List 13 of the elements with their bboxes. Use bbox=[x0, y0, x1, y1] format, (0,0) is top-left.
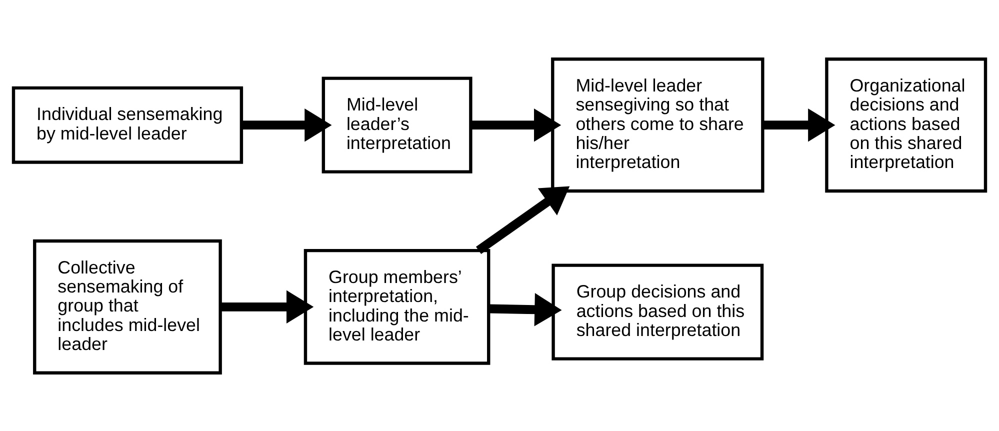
node-box: Mid-level leader sensegiving so that others come to share his/her interpretation bbox=[551, 57, 764, 192]
arrow bbox=[220, 290, 314, 324]
node-box: Collective sensemaking of group that includes mid-level leader bbox=[33, 238, 222, 374]
node-box: Mid-level leader’s interpretation bbox=[322, 76, 472, 173]
node-box: Organizational decisions and actions based on this shared interpretation bbox=[825, 57, 988, 192]
arrow bbox=[470, 108, 562, 142]
arrow bbox=[242, 108, 332, 142]
node-box: Group decisions and actions based on this shared interpretation bbox=[552, 263, 764, 360]
node-box: Group members’ interpretation, including the mid-level leader bbox=[304, 248, 490, 364]
node-box: Individual sensemaking by mid-level leader bbox=[12, 86, 244, 164]
arrow bbox=[762, 108, 836, 142]
arrow bbox=[488, 292, 562, 326]
arrow bbox=[476, 186, 570, 254]
